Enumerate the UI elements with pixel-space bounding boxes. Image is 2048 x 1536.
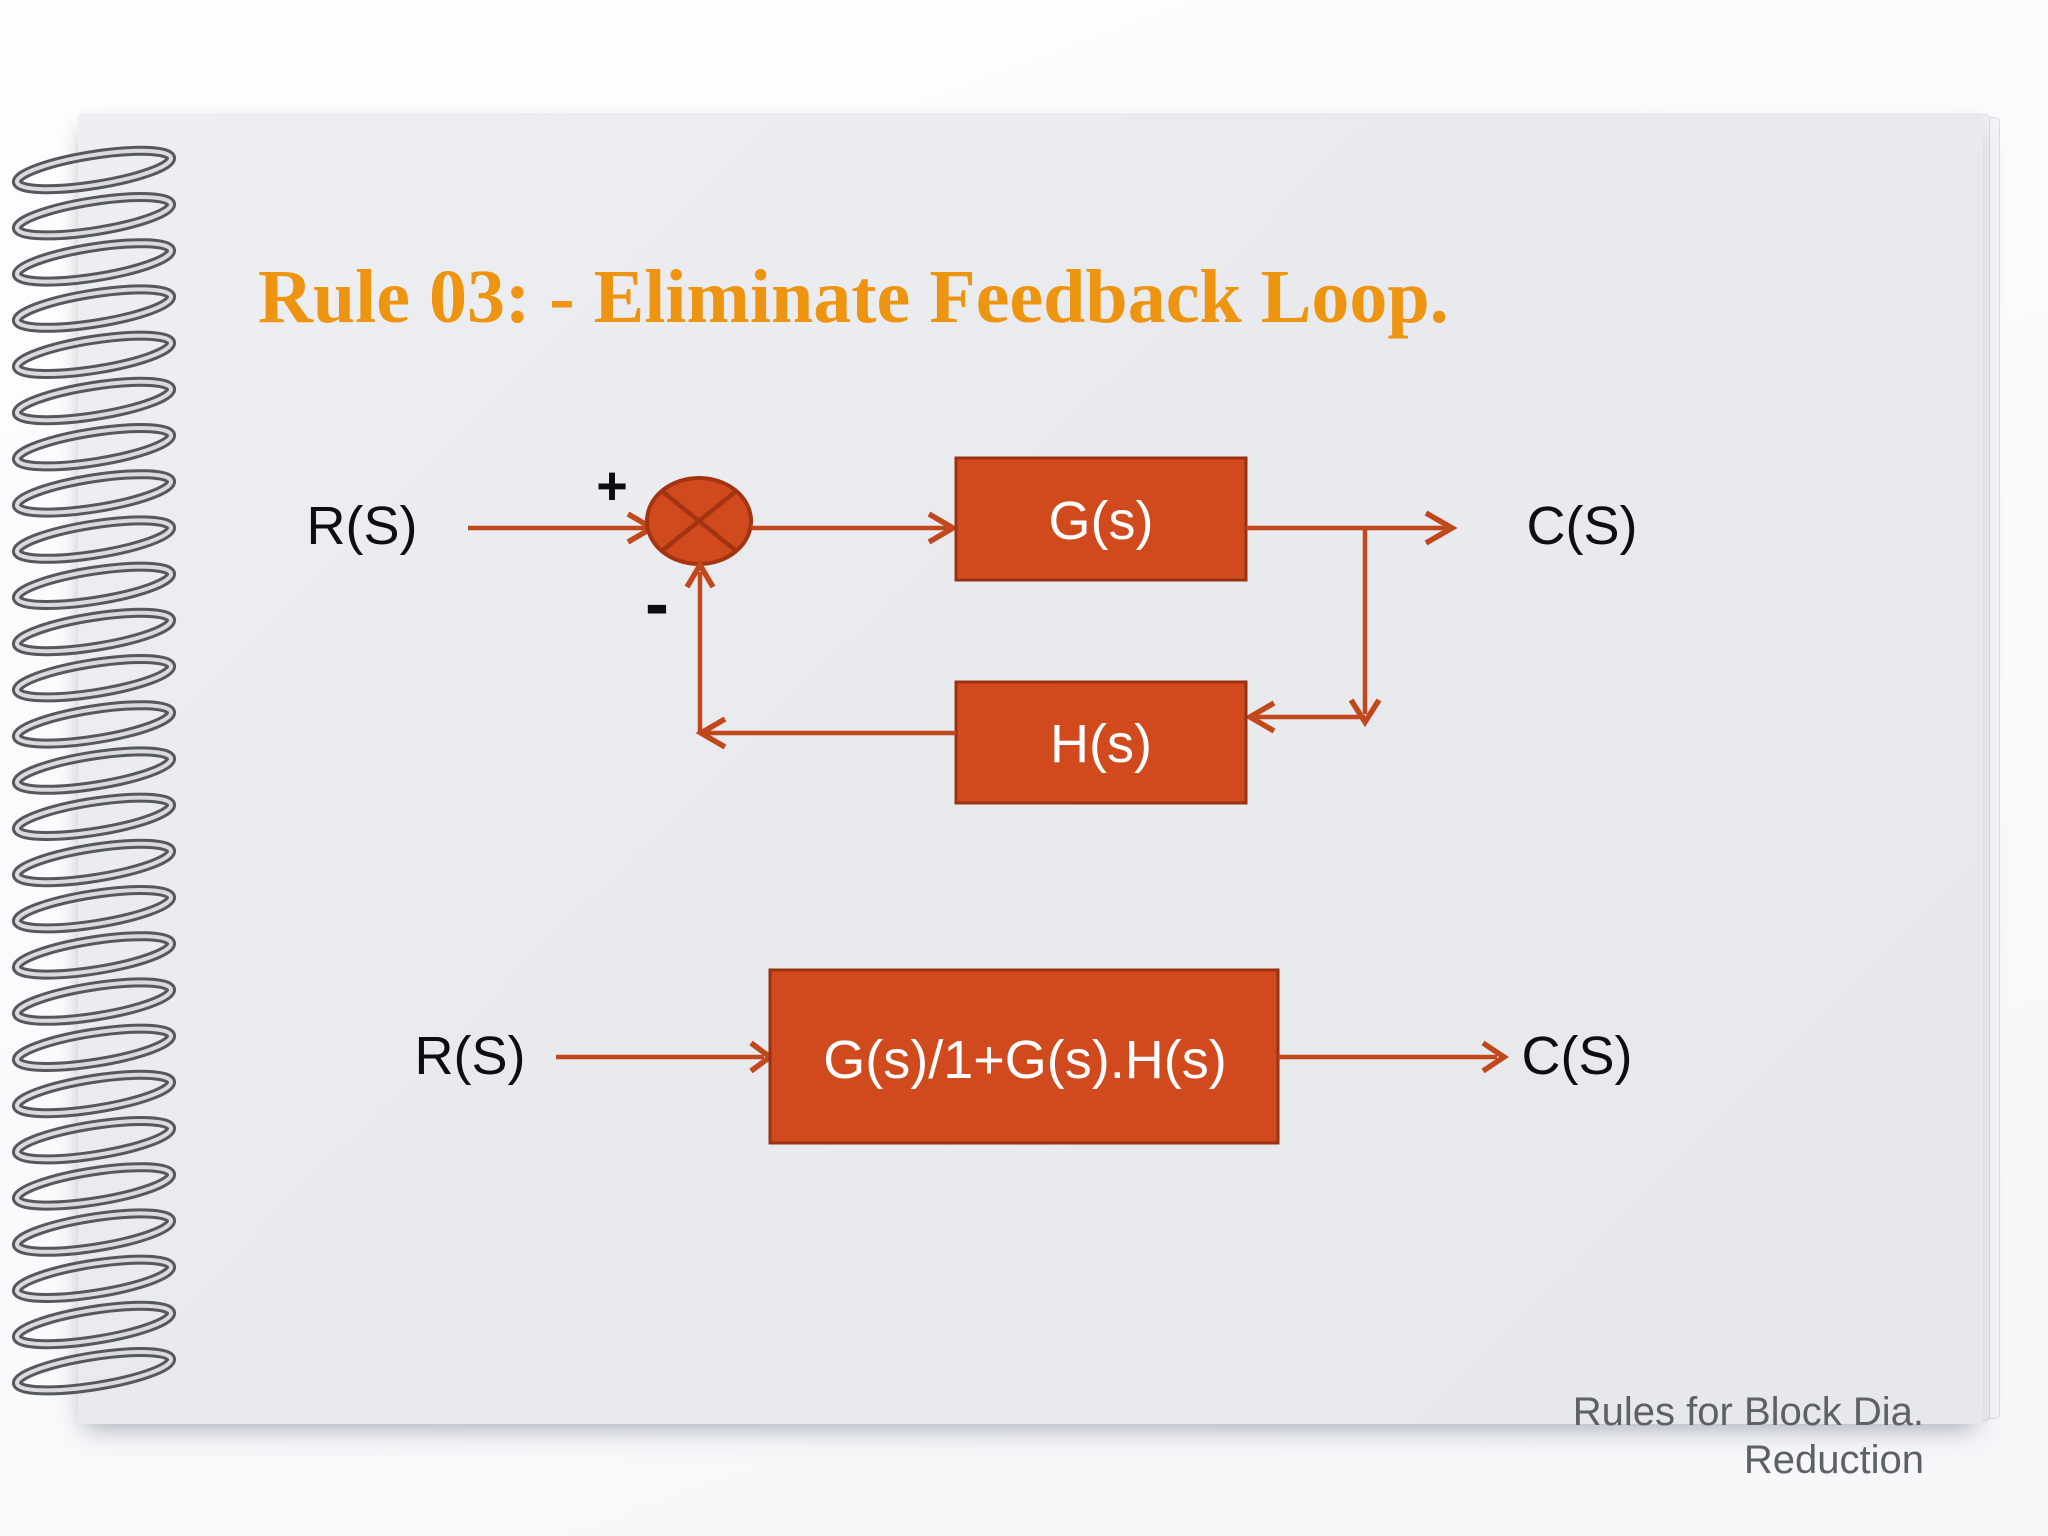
spiral-coil bbox=[11, 746, 177, 795]
spiral-coil bbox=[11, 1023, 177, 1072]
spiral-coil bbox=[11, 1347, 177, 1396]
spiral-coil bbox=[11, 700, 177, 749]
spiral-coil bbox=[11, 1162, 177, 1211]
input-label: R(S) bbox=[415, 1026, 526, 1086]
plus-sign: + bbox=[596, 456, 628, 516]
junction-cross-line bbox=[661, 490, 737, 552]
input-label: R(S) bbox=[307, 496, 418, 556]
spiral-coil bbox=[11, 607, 177, 657]
branch-down-arrowhead-icon bbox=[1348, 698, 1382, 728]
spiral-coil bbox=[11, 1254, 177, 1303]
reduced-block-label: G(s)/1+G(s).H(s) bbox=[823, 1030, 1226, 1090]
output-arrowhead-icon bbox=[1424, 510, 1458, 546]
reduced-output-arrowhead-icon bbox=[1481, 1040, 1509, 1074]
spiral-coil bbox=[11, 284, 177, 333]
spiral-coil bbox=[11, 515, 177, 564]
spiral-coil bbox=[11, 838, 177, 888]
footer-line-2: Reduction bbox=[1743, 1438, 1924, 1482]
spiral-coil bbox=[11, 192, 177, 241]
spiral-coil bbox=[11, 1208, 177, 1257]
forward-arrowhead-icon bbox=[927, 511, 959, 545]
spiral-coil bbox=[11, 885, 177, 934]
spiral-coil bbox=[11, 238, 177, 287]
forward-block bbox=[954, 456, 1248, 582]
spiral-binding bbox=[6, 132, 196, 1432]
spiral-coil bbox=[11, 376, 177, 426]
spiral-coil bbox=[11, 654, 177, 703]
spiral-coil bbox=[11, 330, 177, 379]
spiral-coil bbox=[11, 423, 177, 472]
spiral-coil bbox=[11, 1069, 177, 1119]
forward-block-label: G(s) bbox=[1049, 491, 1154, 551]
spiral-coil bbox=[11, 469, 177, 518]
spiral-coil bbox=[11, 977, 177, 1026]
feedback-in-arrowhead-icon bbox=[1244, 700, 1276, 734]
bottom-diagram: R(S) G(s)/1+G(s).H(s) C(S) bbox=[415, 968, 1633, 1145]
output-label: C(S) bbox=[1527, 496, 1638, 556]
top-diagram: G(s) H(s) R(S) C(S) + - bbox=[307, 456, 1638, 805]
feedback-up-arrowhead-icon bbox=[684, 559, 716, 589]
spiral-coil bbox=[11, 931, 177, 980]
slide-title: Rule 03: - Eliminate Feedback Loop. bbox=[258, 255, 1449, 339]
spiral-coil bbox=[11, 792, 177, 841]
spiral-coil bbox=[11, 561, 177, 610]
feedback-block bbox=[954, 680, 1248, 805]
spiral-coil bbox=[11, 1300, 177, 1350]
spiral-binding-svg bbox=[11, 145, 177, 1396]
footer-caption: Rules for Block Dia. Reduction bbox=[1573, 1388, 1924, 1484]
spiral-coil bbox=[11, 145, 177, 195]
minus-sign: - bbox=[645, 564, 669, 644]
reduced-block bbox=[768, 968, 1280, 1145]
spiral-coil bbox=[11, 1116, 177, 1165]
footer-line-1: Rules for Block Dia. bbox=[1572, 1390, 1924, 1434]
feedback-block-label: H(s) bbox=[1050, 714, 1152, 774]
output-label: C(S) bbox=[1522, 1026, 1633, 1086]
